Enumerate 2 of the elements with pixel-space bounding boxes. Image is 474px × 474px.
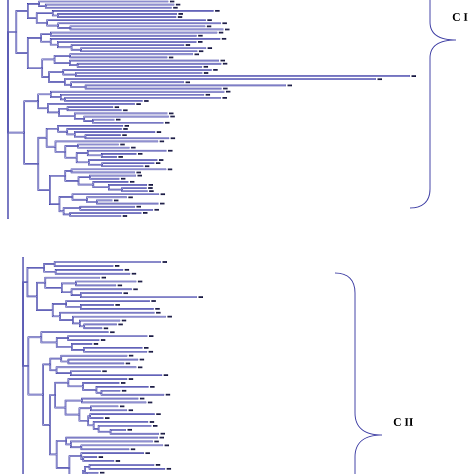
- cluster-label: C I: [452, 13, 468, 21]
- cluster-label: C II: [394, 418, 413, 426]
